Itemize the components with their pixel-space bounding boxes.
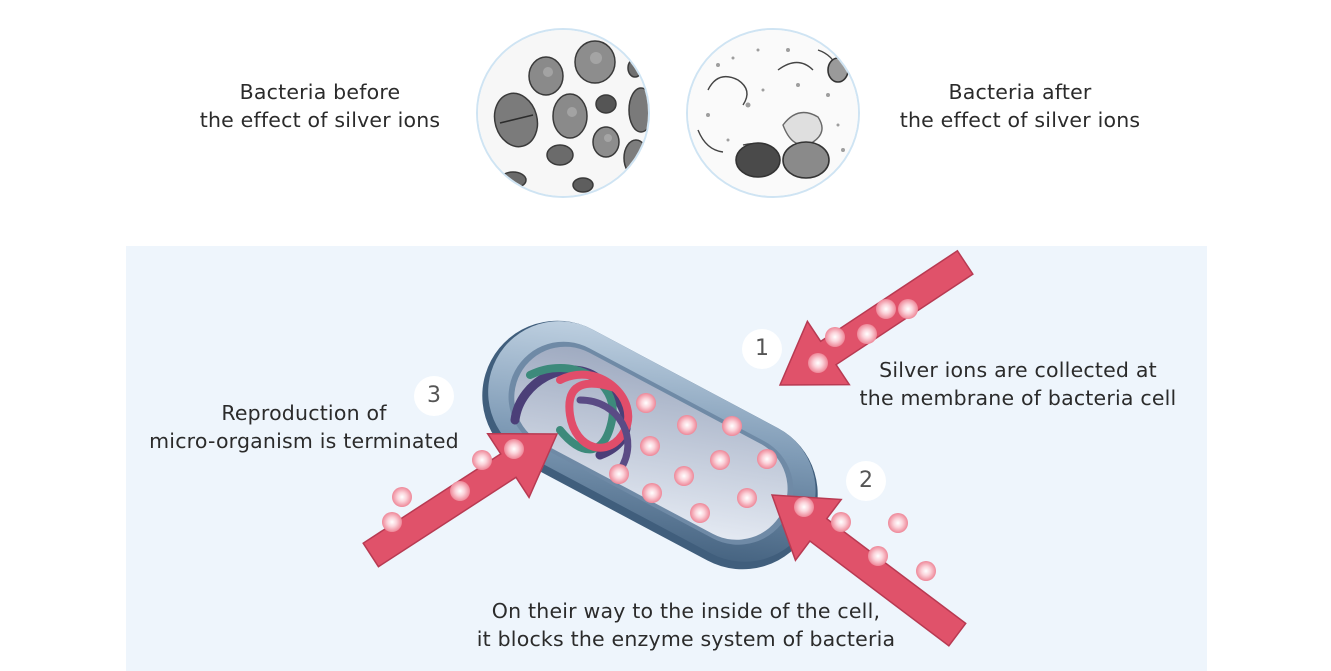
silver-ion-icon <box>472 450 492 470</box>
silver-ion-icon <box>640 436 660 456</box>
caption-line: the effect of silver ions <box>199 108 441 132</box>
step-3-caption: Reproduction of micro-organism is termin… <box>134 399 474 455</box>
silver-ion-icon <box>722 416 742 436</box>
step-1-caption: Silver ions are collected at the membran… <box>838 356 1198 412</box>
silver-ion-icon <box>737 488 757 508</box>
caption-line: On their way to the inside of the cell, <box>491 599 881 623</box>
step-1-badge: 1 <box>742 329 782 369</box>
silver-ion-icon <box>674 466 694 486</box>
silver-ion-icon <box>642 483 662 503</box>
caption-line: Silver ions are collected at <box>879 358 1157 382</box>
caption-bacteria-after: Bacteria after the effect of silver ions <box>870 78 1170 134</box>
silver-ion-icon <box>916 561 936 581</box>
silver-ion-icon <box>876 299 896 319</box>
silver-ion-icon <box>504 439 524 459</box>
arrow-icon <box>770 494 967 647</box>
silver-ions-arrow-1 <box>808 299 918 373</box>
silver-ion-icon <box>636 393 656 413</box>
caption-line: it blocks the enzyme system of bacteria <box>476 627 896 651</box>
silver-ion-icon <box>450 481 470 501</box>
silver-ion-icon <box>898 299 918 319</box>
silver-ion-icon <box>868 546 888 566</box>
caption-line: Bacteria after <box>948 80 1092 104</box>
silver-ions-arrow-3 <box>382 439 524 532</box>
silver-ions-arrow-2 <box>794 497 936 581</box>
silver-ion-icon <box>609 464 629 484</box>
silver-ion-icon <box>677 415 697 435</box>
silver-ion-icon <box>690 503 710 523</box>
silver-ion-icon <box>710 450 730 470</box>
silver-ion-icon <box>757 449 777 469</box>
bacteria-after-image <box>688 30 858 196</box>
silver-ion-icon <box>888 513 908 533</box>
caption-line: micro-organism is terminated <box>149 429 459 453</box>
dna-strands-icon <box>510 363 633 474</box>
silver-ion-icon <box>825 327 845 347</box>
silver-ion-icon <box>808 353 828 373</box>
caption-line: Bacteria before <box>239 80 401 104</box>
caption-line: the effect of silver ions <box>899 108 1141 132</box>
silver-ion-icon <box>794 497 814 517</box>
caption-line: the membrane of bacteria cell <box>859 386 1177 410</box>
arrow-icon <box>778 249 974 386</box>
step-3-badge: 3 <box>414 376 454 416</box>
silver-ion-icon <box>382 512 402 532</box>
step-2-caption: On their way to the inside of the cell, … <box>436 597 936 653</box>
caption-line: Reproduction of <box>221 401 387 425</box>
silver-ion-icon <box>831 512 851 532</box>
step-2-badge: 2 <box>846 461 886 501</box>
silver-ion-icon <box>392 487 412 507</box>
silver-ions-inside-cell <box>609 393 777 523</box>
caption-bacteria-before: Bacteria before the effect of silver ion… <box>170 78 470 134</box>
photo-bacteria-after <box>686 28 860 198</box>
silver-ion-icon <box>857 324 877 344</box>
